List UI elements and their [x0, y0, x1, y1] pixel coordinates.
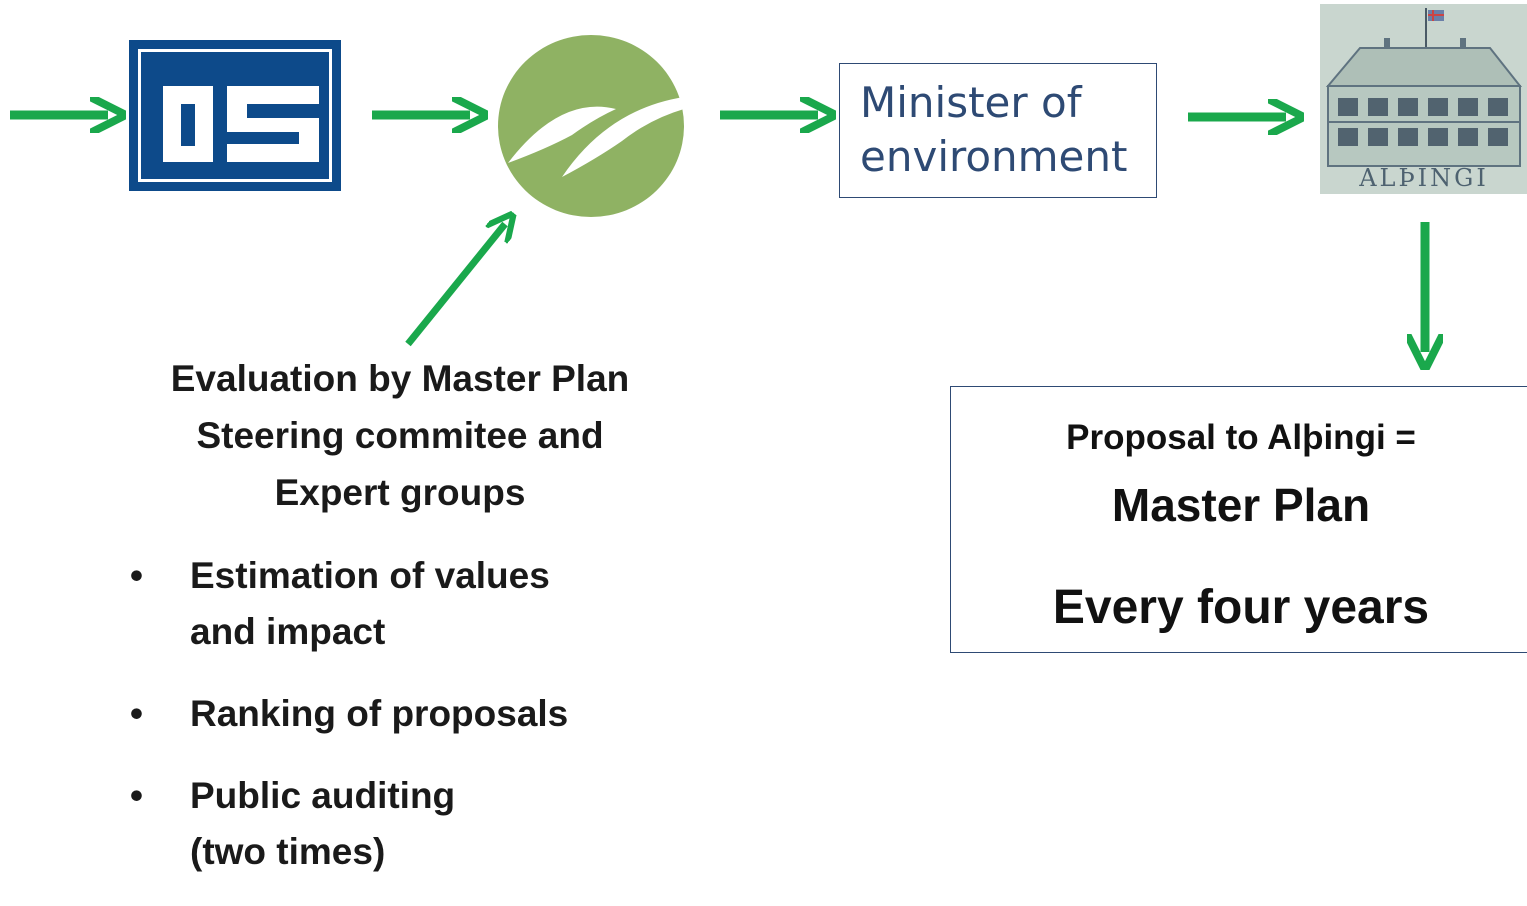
minister-line-2: environment: [860, 132, 1128, 181]
arrow-evaluation-to-circle: [405, 224, 505, 347]
bullet-1-line-1: Estimation of values: [190, 555, 550, 596]
evaluation-heading-line-2: Steering commitee and: [196, 415, 604, 456]
list-item: • Public auditing (two times): [130, 768, 690, 880]
proposal-line-1: Proposal to Alþingi =: [1066, 418, 1416, 457]
list-item: • Estimation of values and impact: [130, 548, 690, 660]
bullet-2-line-1: Ranking of proposals: [190, 693, 569, 734]
proposal-line-3: Every four years: [1052, 581, 1430, 634]
evaluation-bullet-list: • Estimation of values and impact • Rank…: [130, 548, 690, 906]
minister-line-1: Minister of: [860, 78, 1082, 127]
minister-box: Minister of environment: [839, 63, 1157, 198]
evaluation-heading-line-3: Expert groups: [274, 472, 526, 513]
flow-arrows: [10, 0, 1527, 873]
evaluation-heading: Evaluation by Master Plan Steering commi…: [100, 350, 700, 521]
bullet-3-line-2: (two times): [190, 831, 386, 872]
os-logo-frame: [138, 49, 332, 182]
proposal-line-2: Master Plan: [1111, 479, 1371, 531]
proposal-box: Proposal to Alþingi = Master Plan Every …: [950, 386, 1527, 653]
alpingi-label: ALÞINGI: [1358, 164, 1489, 192]
bullet-icon: •: [130, 693, 143, 734]
os-logo: [129, 40, 341, 191]
list-item: • Ranking of proposals: [130, 686, 690, 742]
bullet-1-line-2: and impact: [190, 611, 386, 652]
master-plan-logo: [498, 35, 684, 217]
alpingi-building-logo: ALÞINGI: [1320, 4, 1527, 194]
bullet-icon: •: [130, 555, 143, 596]
bullet-icon: •: [130, 775, 143, 816]
os-letters: [163, 86, 319, 162]
evaluation-heading-line-1: Evaluation by Master Plan: [170, 358, 630, 399]
bullet-3-line-1: Public auditing: [190, 775, 456, 816]
